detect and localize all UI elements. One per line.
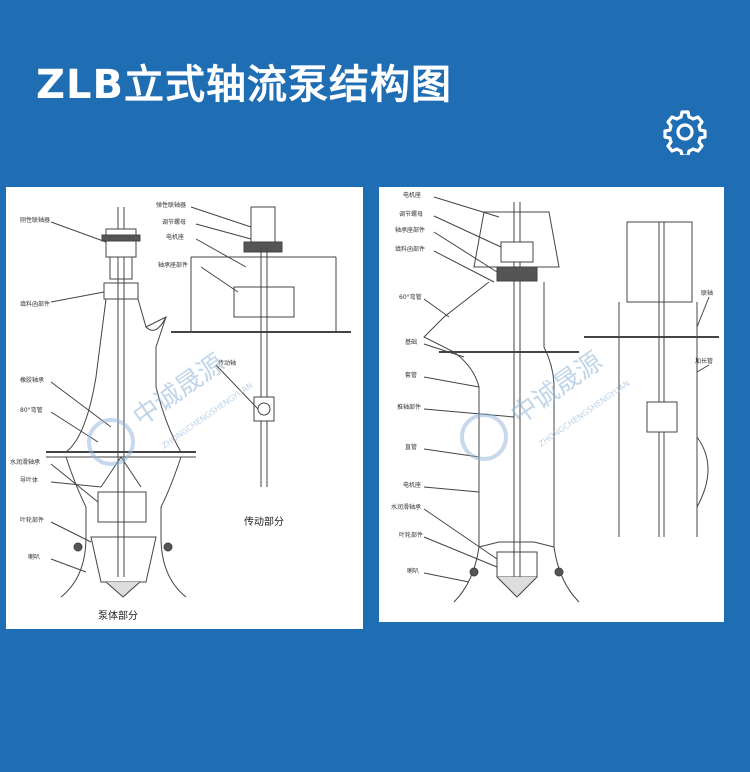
gear-icon[interactable] [662,109,708,155]
left-label-0: 刚性联轴器 [20,216,50,224]
left-diagram-panel: 刚性联轴器 填料函部件 弹性联轴器 调节螺母 电机座 轴承座部件 传动轴 80°… [6,187,363,629]
left-label-11: 叶轮部件 [20,516,44,524]
right-label-9: 电机座 [403,481,421,489]
right-pump-drawing: 电机座 调节螺母 轴承座部件 填料函部件 60°弯管 基础 套管 推轴部件 直管… [391,191,719,603]
left-caption-pump: 泵体部分 [98,609,138,622]
right-label-10: 水润滑轴承 [391,503,421,511]
watermark-text: 中诚晟源 [128,348,230,432]
left-label-6: 传动轴 [218,359,236,367]
right-label-12: 喇叭 [407,567,419,575]
left-caption-drive: 传动部分 [244,515,284,528]
right-label-13: 联轴 [701,289,713,297]
right-label-4: 60°弯管 [399,293,422,301]
left-label-7: 80°弯管 [20,406,43,414]
right-label-2: 轴承座部件 [395,226,425,234]
left-label-10: 导叶体 [20,476,38,484]
left-label-12: 喇叭 [28,553,40,561]
right-label-1: 调节螺母 [399,210,423,218]
watermark-logo-icon-right [460,413,508,461]
left-label-8: 橡胶轴承 [20,376,44,384]
right-diagram-panel: 电机座 调节螺母 轴承座部件 填料函部件 60°弯管 基础 套管 推轴部件 直管… [379,187,724,622]
page-title: ZLB立式轴流泵结构图 [36,62,452,108]
right-label-3: 填料函部件 [395,245,425,253]
right-label-5: 基础 [405,338,417,346]
left-pump-drawing: 刚性联轴器 填料函部件 弹性联轴器 调节螺母 电机座 轴承座部件 传动轴 80°… [10,201,351,622]
watermark-logo-icon [87,418,135,466]
left-label-5: 轴承座部件 [158,261,188,269]
right-label-8: 直管 [405,443,417,451]
right-label-6: 套管 [405,371,417,379]
watermark-text-right: 中诚晟源 [506,346,608,430]
right-label-14: 加长管 [695,357,713,365]
right-label-0: 电机座 [403,191,421,199]
left-label-4: 电机座 [166,233,184,241]
left-label-3: 调节螺母 [162,218,186,226]
left-label-2: 弹性联轴器 [156,201,186,209]
right-label-7: 推轴部件 [397,403,421,411]
left-label-9: 水润滑轴承 [10,458,40,466]
right-label-11: 叶轮部件 [399,531,423,539]
left-label-1: 填料函部件 [20,300,50,308]
